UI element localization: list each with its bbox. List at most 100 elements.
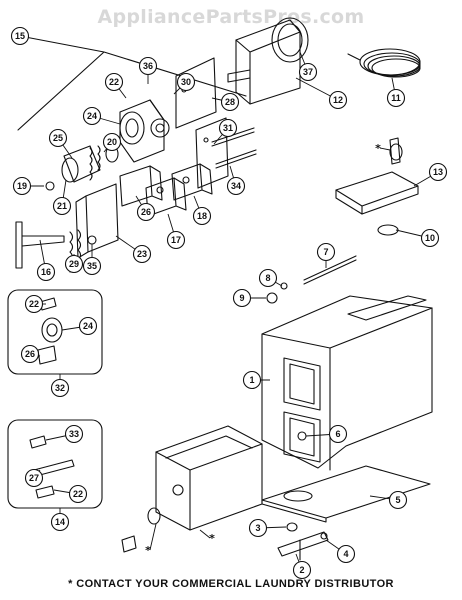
callout-part-16-circle [36, 262, 56, 282]
distributor-star-leader-3 [199, 529, 211, 539]
coin-acceptor [119, 99, 170, 163]
solenoid-assembly [45, 145, 119, 191]
inset-14-parts [29, 435, 75, 499]
callout-part-6-circle [328, 424, 348, 444]
callout-part-36-circle [138, 56, 158, 76]
rod-7 [303, 255, 357, 281]
bracket-23 [75, 183, 119, 259]
callout-part-29[interactable]: 29 [69, 259, 79, 269]
callout-part-31-circle [218, 118, 238, 138]
callout-part-5-circle [388, 490, 408, 510]
callout-part-35-circle [82, 256, 102, 276]
callout-part-16[interactable]: 16 [41, 267, 51, 277]
callout-part-12[interactable]: 12 [333, 95, 343, 105]
callout-part-28[interactable]: 28 [225, 97, 235, 107]
inset-14-label-circle [50, 512, 70, 532]
switch-blocks [119, 163, 213, 217]
inset-14-callout-33[interactable]: 33 [69, 429, 79, 439]
callout-part-23[interactable]: 23 [137, 249, 147, 259]
screw-8 [280, 282, 288, 290]
inset-32-callout-22[interactable]: 22 [29, 299, 39, 309]
hinge-4 [277, 531, 329, 561]
lever-16 [15, 221, 65, 269]
callout-part-10-circle [420, 228, 440, 248]
callout-part-23-circle [132, 244, 152, 264]
callout-part-24[interactable]: 24 [87, 111, 97, 121]
inset-32-label[interactable]: 32 [55, 383, 65, 393]
callout-part-35[interactable]: 35 [87, 261, 97, 271]
inset-32-label-circle [50, 378, 70, 398]
distributor-star-3: * [209, 532, 215, 545]
callout-part-25-circle [48, 128, 68, 148]
inset-32-callout-24[interactable]: 24 [83, 321, 93, 331]
callout-part-9-circle [232, 288, 252, 308]
callout-part-13-circle [428, 162, 448, 182]
assembly-bracket-line [17, 51, 247, 131]
callout-part-15-leader [19, 35, 105, 53]
callout-part-4-circle [336, 544, 356, 564]
callout-part-29-circle [64, 254, 84, 274]
cover-13 [335, 137, 419, 215]
callout-part-3[interactable]: 3 [255, 523, 260, 533]
inset-14-callout-22[interactable]: 22 [73, 489, 83, 499]
callout-part-11[interactable]: 11 [391, 93, 401, 103]
callout-part-12-circle [328, 90, 348, 110]
callout-part-36[interactable]: 36 [143, 61, 153, 71]
callout-part-18-circle [192, 206, 212, 226]
inset-box-14 [7, 419, 103, 509]
callout-part-30[interactable]: 30 [181, 77, 191, 87]
callout-part-34[interactable]: 34 [231, 181, 241, 191]
callout-part-20-circle [102, 132, 122, 152]
callout-part-6[interactable]: 6 [335, 429, 340, 439]
callout-part-7[interactable]: 7 [323, 247, 328, 257]
callout-part-34-circle [226, 176, 246, 196]
callout-part-2-circle [292, 560, 312, 580]
coiled-wire [347, 48, 421, 78]
inset-14-callout-27[interactable]: 27 [29, 473, 39, 483]
timer-housing [227, 17, 309, 105]
callout-part-10[interactable]: 10 [425, 233, 435, 243]
watermark: AppliancePartsPros.com [97, 6, 365, 28]
inset-14-label[interactable]: 14 [55, 517, 65, 527]
callout-part-15[interactable]: 15 [15, 31, 25, 41]
distributor-star-leader-2 [149, 523, 157, 551]
callout-part-4[interactable]: 4 [343, 549, 348, 559]
callout-part-37[interactable]: 37 [303, 67, 313, 77]
callout-part-8-circle [258, 268, 278, 288]
callout-part-37-circle [298, 62, 318, 82]
callout-part-9[interactable]: 9 [239, 293, 244, 303]
footer-note: * CONTACT YOUR COMMERCIAL LAUNDRY DISTRI… [68, 578, 394, 590]
inset-32-callout-26-circle [20, 344, 40, 364]
distributor-star-1: * [375, 142, 381, 155]
callout-part-22[interactable]: 22 [109, 77, 119, 87]
callout-part-5[interactable]: 5 [395, 495, 400, 505]
callout-part-28-circle [220, 92, 240, 112]
callout-part-17[interactable]: 17 [171, 235, 181, 245]
washer-10 [377, 224, 399, 236]
callout-part-18[interactable]: 18 [197, 211, 207, 221]
distributor-star-2: * [145, 544, 151, 557]
callout-part-20[interactable]: 20 [107, 137, 117, 147]
inset-32-callout-24-circle [78, 316, 98, 336]
inset-14-callout-33-circle [64, 424, 84, 444]
callout-part-1[interactable]: 1 [249, 375, 254, 385]
callout-part-3-circle [248, 518, 268, 538]
callout-part-24-circle [82, 106, 102, 126]
callout-part-26-circle [136, 202, 156, 222]
callout-part-21-circle [52, 196, 72, 216]
callout-part-19[interactable]: 19 [17, 181, 27, 191]
callout-part-17-circle [166, 230, 186, 250]
callout-part-8[interactable]: 8 [265, 273, 270, 283]
callout-part-25[interactable]: 25 [53, 133, 63, 143]
callout-part-31[interactable]: 31 [223, 123, 233, 133]
callout-part-21[interactable]: 21 [57, 201, 67, 211]
callout-part-2[interactable]: 2 [299, 565, 304, 575]
callout-part-11-circle [386, 88, 406, 108]
inset-32-callout-26[interactable]: 26 [25, 349, 35, 359]
callout-part-1-circle [242, 370, 262, 390]
plate-5 [261, 465, 431, 523]
callout-part-13[interactable]: 13 [433, 167, 443, 177]
callout-part-26[interactable]: 26 [141, 207, 151, 217]
callout-part-30-circle [176, 72, 196, 92]
